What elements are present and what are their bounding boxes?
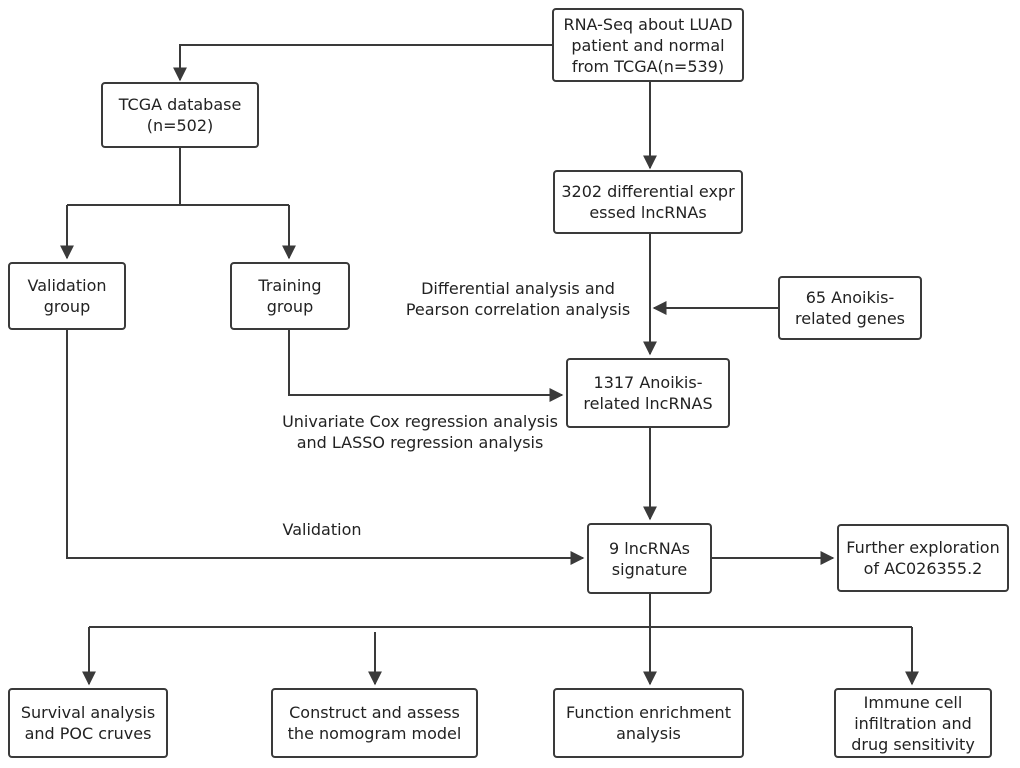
node-immune-infiltration: Immune cell infiltration and drug sensit… xyxy=(834,688,992,758)
label-differential-pearson: Differential analysis and Pearson correl… xyxy=(405,279,631,319)
node-lncrna-signature: 9 lncRNAs signature xyxy=(587,523,712,594)
label-cox-lasso: Univariate Cox regression analysis and L… xyxy=(282,412,558,452)
node-differential-lncrnas: 3202 differential expr essed lncRNAs xyxy=(553,170,743,234)
label-validation: Validation xyxy=(282,520,362,539)
node-anoikis-lncrnas: 1317 Anoikis- related lncRNAS xyxy=(566,358,730,428)
node-validation-group: Validation group xyxy=(8,262,126,330)
node-further-exploration: Further exploration of AC026355.2 xyxy=(837,524,1009,592)
node-training-group: Training group xyxy=(230,262,350,330)
connector-validation-signature xyxy=(66,330,585,565)
node-function-enrichment: Function enrichment analysis xyxy=(553,688,744,758)
node-rna-seq: RNA-Seq about LUAD patient and normal fr… xyxy=(552,8,744,82)
node-nomogram-model: Construct and assess the nomogram model xyxy=(271,688,478,758)
node-survival-analysis: Survival analysis and POC cruves xyxy=(8,688,168,758)
node-anoikis-genes: 65 Anoikis- related genes xyxy=(778,276,922,340)
connector-rnaseq-tcga xyxy=(173,44,552,82)
connector-training-anoikislnc xyxy=(288,330,564,402)
node-tcga-database: TCGA database (n=502) xyxy=(101,82,259,148)
